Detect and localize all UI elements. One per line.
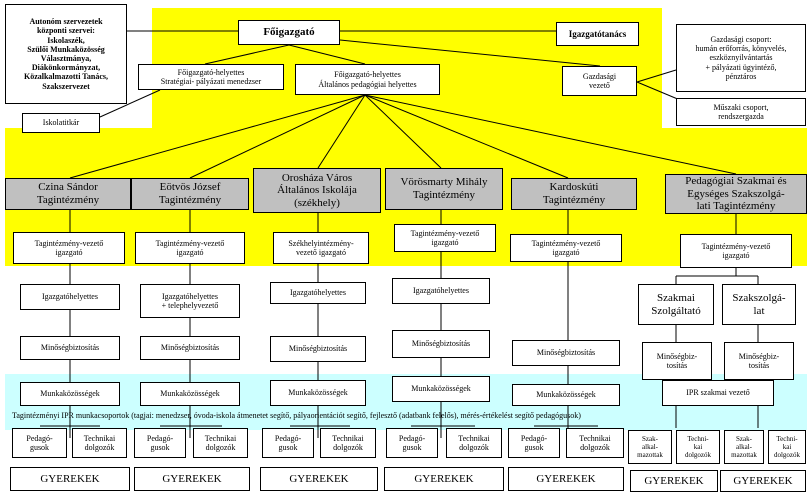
special-staff-1: Szak- alkal- mazottak	[628, 430, 672, 464]
technical-oroshaza: Technikai dolgozók	[320, 428, 376, 458]
unit-deputy-eotvos: Igazgatóhelyettes + telephelyvezető	[140, 284, 240, 318]
unit-header-oroshaza: Orosháza Város Általános Iskolája (székh…	[253, 168, 381, 213]
unit-teams-eotvos: Munkaközösségek	[140, 382, 240, 406]
unit-deputy-vorosmarty: Igazgatóhelyettes	[392, 278, 490, 304]
economic-leader-box: Gazdasági vezető	[562, 66, 637, 96]
secretariat-box: Iskolatitkár	[22, 113, 100, 133]
unit-head-special: Tagintézmény-vezető igazgató	[680, 234, 792, 268]
children-vorosmarty: GYEREKEK	[384, 467, 504, 491]
technical-vorosmarty: Technikai dolgozók	[446, 428, 502, 458]
unit-quality-czina: Minőségbiztosítás	[20, 336, 120, 360]
unit-teams-oroshaza: Munkaközösségek	[270, 380, 366, 406]
unit-header-kardoskut: Kardoskúti Tagintézmény	[511, 178, 637, 210]
special-quality-b: Minőségbiz- tosítás	[724, 342, 794, 380]
children-eotvos: GYEREKEK	[134, 467, 250, 491]
ipr-strip-text: Tagintézményi IPR munkacsoportok (tagjai…	[12, 411, 581, 420]
special-staff-4: Techni- kai dolgozók	[768, 430, 806, 464]
special-service-expert: Szakszolgá- lat	[722, 284, 796, 325]
unit-quality-vorosmarty: Minőségbiztosítás	[392, 330, 490, 358]
unit-teams-czina: Munkaközösségek	[20, 382, 120, 406]
deputy-pedagogical-box: Főigazgató-helyettes Általános pedagógia…	[295, 64, 440, 95]
unit-header-eotvos: Eötvös József Tagintézmény	[131, 178, 249, 210]
deputy-strategic-box: Főigazgató-helyettes Stratégiai- pályáza…	[138, 64, 284, 90]
unit-deputy-czina: Igazgatóhelyettes	[20, 284, 120, 310]
teachers-eotvos: Pedagó- gusok	[134, 428, 186, 458]
unit-head-oroshaza: Székhelyintézmény- vezető igazgató	[273, 232, 369, 264]
unit-teams-kardoskut: Munkaközösségek	[512, 384, 620, 406]
children-oroshaza: GYEREKEK	[260, 467, 378, 491]
special-ipr-leader: IPR szakmai vezető	[662, 380, 774, 406]
unit-head-kardoskut: Tagintézmény-vezető igazgató	[510, 234, 622, 262]
unit-quality-eotvos: Minőségbiztosítás	[140, 336, 240, 360]
director-box: Főigazgató	[238, 20, 340, 45]
children-special-a: GYEREKEK	[630, 470, 718, 492]
teachers-oroshaza: Pedagó- gusok	[262, 428, 314, 458]
technical-eotvos: Technikai dolgozók	[193, 428, 248, 458]
unit-head-vorosmarty: Tagintézmény-vezető igazgató	[394, 224, 496, 252]
teachers-kardoskut: Pedagó- gusok	[508, 428, 560, 458]
unit-head-czina: Tagintézmény-vezető igazgató	[13, 232, 125, 264]
special-quality-a: Minőségbiz- tosítás	[642, 342, 712, 380]
unit-quality-oroshaza: Minőségbiztosítás	[270, 336, 366, 362]
unit-deputy-oroshaza: Igazgatóhelyettes	[270, 282, 366, 304]
technical-kardoskut: Technikai dolgozók	[566, 428, 624, 458]
children-kardoskut: GYEREKEK	[508, 467, 624, 491]
economic-group-box: Gazdasági csoport: humán erőforrás, köny…	[676, 24, 806, 92]
special-service-professional: Szakmai Szolgáltató	[638, 284, 714, 325]
unit-header-vorosmarty: Vörösmarty Mihály Tagintézmény	[385, 168, 503, 210]
unit-quality-kardoskut: Minőségbiztosítás	[512, 340, 620, 366]
unit-head-eotvos: Tagintézmény-vezető igazgató	[135, 232, 245, 264]
teachers-vorosmarty: Pedagó- gusok	[386, 428, 438, 458]
board-box: Igazgatótanács	[556, 22, 639, 46]
special-staff-2: Techni- kai dolgozók	[676, 430, 720, 464]
special-staff-3: Szak- alkal- mazottak	[724, 430, 764, 464]
technical-czina: Technikai dolgozók	[72, 428, 127, 458]
children-special-b: GYEREKEK	[720, 470, 806, 492]
unit-header-special: Pedagógiai Szakmai és Egységes Szakszolg…	[665, 174, 807, 214]
teachers-czina: Pedagó- gusok	[12, 428, 67, 458]
unit-header-czina: Czina Sándor Tagintézmény	[5, 178, 131, 210]
autonomous-bodies-box: Autonóm szervezetek központi szervei: Is…	[5, 4, 127, 104]
unit-teams-vorosmarty: Munkaközösségek	[392, 376, 490, 402]
children-czina: GYEREKEK	[10, 467, 130, 491]
technical-group-box: Műszaki csoport, rendszergazda	[676, 98, 806, 126]
